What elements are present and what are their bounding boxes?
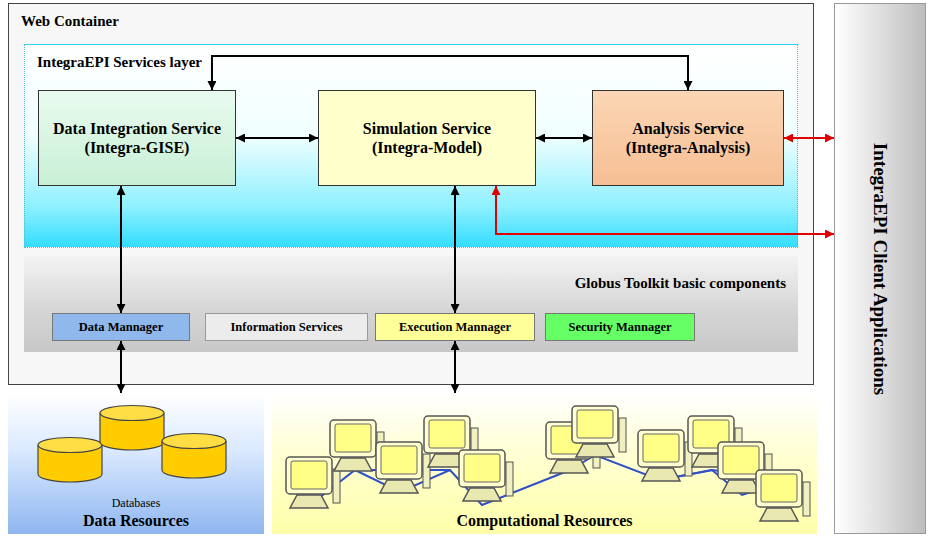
container-box: Data Integration Service(Integra-GISE) Si… [8, 3, 814, 385]
node-text: Globus Toolkit basic components [575, 274, 786, 292]
node-text: IntegraEPI Client Applications [869, 142, 892, 394]
computer-icon [688, 416, 742, 467]
database-icons [38, 406, 226, 483]
node-subtext: (Integra-GISE) [85, 138, 190, 157]
toolkit-band: Data Mannager Information Services Executi… [24, 256, 798, 352]
node-text: Computational Resources [456, 511, 632, 530]
node-text: Data Integration Service [53, 119, 221, 138]
node-subtext: (Integra-Analysis) [626, 138, 750, 157]
network-wire [355, 469, 450, 471]
service-box: Data Integration Service(Integra-GISE) [38, 90, 236, 186]
node-text: Security Mannager [568, 320, 671, 335]
node-text: IntegraEPI Services layer [37, 53, 202, 71]
connector [536, 137, 592, 139]
connector [212, 56, 688, 90]
computer-icon [572, 406, 626, 457]
service-box: Simulation Service(Integra-Model) [318, 90, 536, 186]
computer-icon [638, 430, 692, 481]
database-icon [38, 438, 102, 483]
client-band: IntegraEPI Client Applications [834, 3, 926, 534]
component-box: Security Mannager [545, 313, 695, 341]
node-subtext: Data Resources [83, 511, 189, 530]
computer-icon [546, 422, 600, 473]
node-text: Execution Mannager [399, 320, 511, 335]
computer-icon [756, 470, 810, 521]
connector [120, 341, 122, 393]
component-box: Data Mannager [52, 313, 190, 341]
node-text: Information Services [230, 320, 342, 335]
connector [496, 186, 834, 234]
database-icon [162, 434, 226, 479]
layer-band: Data Integration Service(Integra-GISE) Si… [24, 44, 798, 248]
computer-icon [459, 450, 513, 501]
node-text: Web Container [21, 12, 119, 30]
computer-icon [376, 442, 430, 493]
connector [454, 186, 456, 313]
component-box: Execution Mannager [375, 313, 535, 341]
connector [120, 186, 122, 313]
node-text: Databases [112, 496, 161, 510]
connector [236, 137, 318, 139]
computer-icon [424, 416, 478, 467]
service-box: Analysis Service(Integra-Analysis) [592, 90, 784, 186]
network-wire [310, 455, 790, 505]
connector [784, 137, 834, 139]
node-text: Simulation Service [363, 119, 491, 138]
network-lines [310, 455, 790, 505]
resource-panel: DatabasesData Resources [8, 393, 264, 534]
database-icon [100, 406, 164, 451]
node-text: Analysis Service [632, 119, 744, 138]
computer-icon [330, 420, 384, 471]
computer-icon [718, 442, 772, 493]
network-wire [660, 470, 790, 480]
resource-panel: Computational Resources [272, 393, 817, 534]
component-box: Information Services [205, 313, 368, 341]
computer-icons [286, 406, 810, 521]
node-text: Data Mannager [79, 320, 163, 335]
computer-icon [286, 457, 340, 508]
node-subtext: (Integra-Model) [372, 138, 482, 157]
connector [454, 341, 456, 393]
